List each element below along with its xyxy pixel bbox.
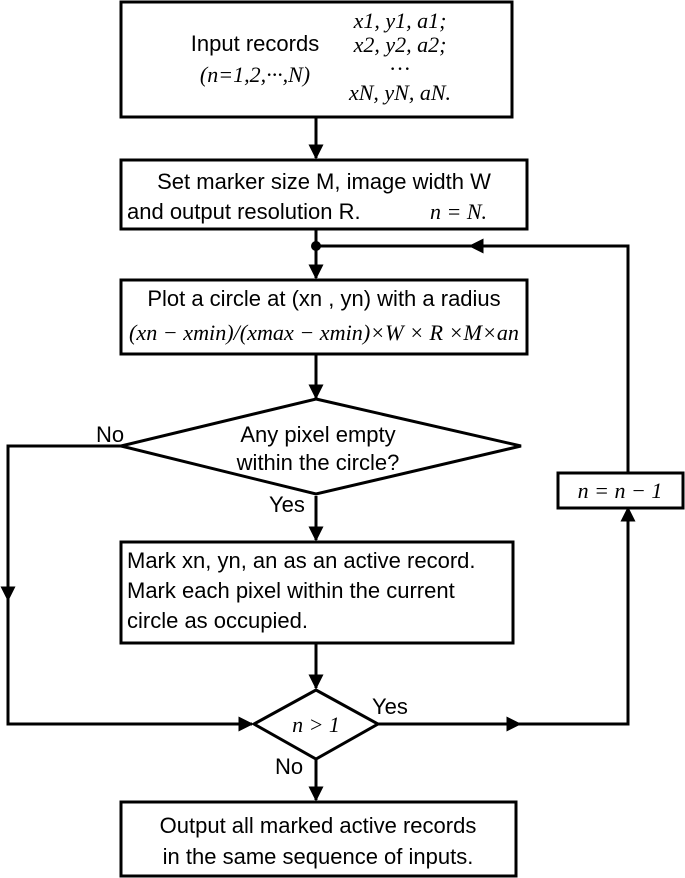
plot-formula: (xn − xmin)/(xmax − xmin)×W × R ×M×an <box>129 320 519 345</box>
loop-condition: n > 1 <box>292 712 340 737</box>
output-box <box>119 800 518 878</box>
output-line-2: in the same sequence of inputs. <box>163 844 474 869</box>
pixel-empty-decision <box>120 397 522 496</box>
input-record-2: x2, y2, a2; <box>353 32 447 57</box>
check-line-1: Any pixel empty <box>240 422 395 447</box>
mark-line-1: Mark xn, yn, an as an active record. <box>127 548 476 573</box>
input-title: Input records <box>191 31 319 56</box>
input-range: (n=1,2,···,N) <box>200 62 310 87</box>
mark-line-2: Mark each pixel within the current <box>127 578 455 603</box>
check-line-2: within the circle? <box>236 450 400 475</box>
input-record-1: x1, y1, a1; <box>353 8 447 33</box>
input-record-n: xN, yN, aN. <box>348 80 451 105</box>
setup-init: n = N. <box>430 199 487 224</box>
label-yes-check: Yes <box>269 492 305 517</box>
input-record-ellipsis: ··· <box>389 56 411 81</box>
mark-active-box <box>119 540 515 645</box>
label-yes-loop: Yes <box>372 694 408 719</box>
output-line-1: Output all marked active records <box>160 813 477 838</box>
decrement-box <box>556 471 685 510</box>
setup-line-1: Set marker size M, image width W <box>157 169 491 194</box>
mark-line-3: circle as occupied. <box>127 608 308 633</box>
setup-box <box>119 158 529 231</box>
input-records-box <box>119 0 514 119</box>
plot-line-1: Plot a circle at (xn , yn) with a radius <box>147 286 500 311</box>
decrement-text: n = n − 1 <box>578 478 663 503</box>
setup-line-2: and output resolution R. <box>127 199 361 224</box>
label-no-check: No <box>96 422 124 447</box>
label-no-loop: No <box>275 754 303 779</box>
plot-box <box>119 278 529 356</box>
arrow-decrement-to-junction <box>316 244 630 473</box>
n-greater-than-one-decision <box>250 688 382 761</box>
